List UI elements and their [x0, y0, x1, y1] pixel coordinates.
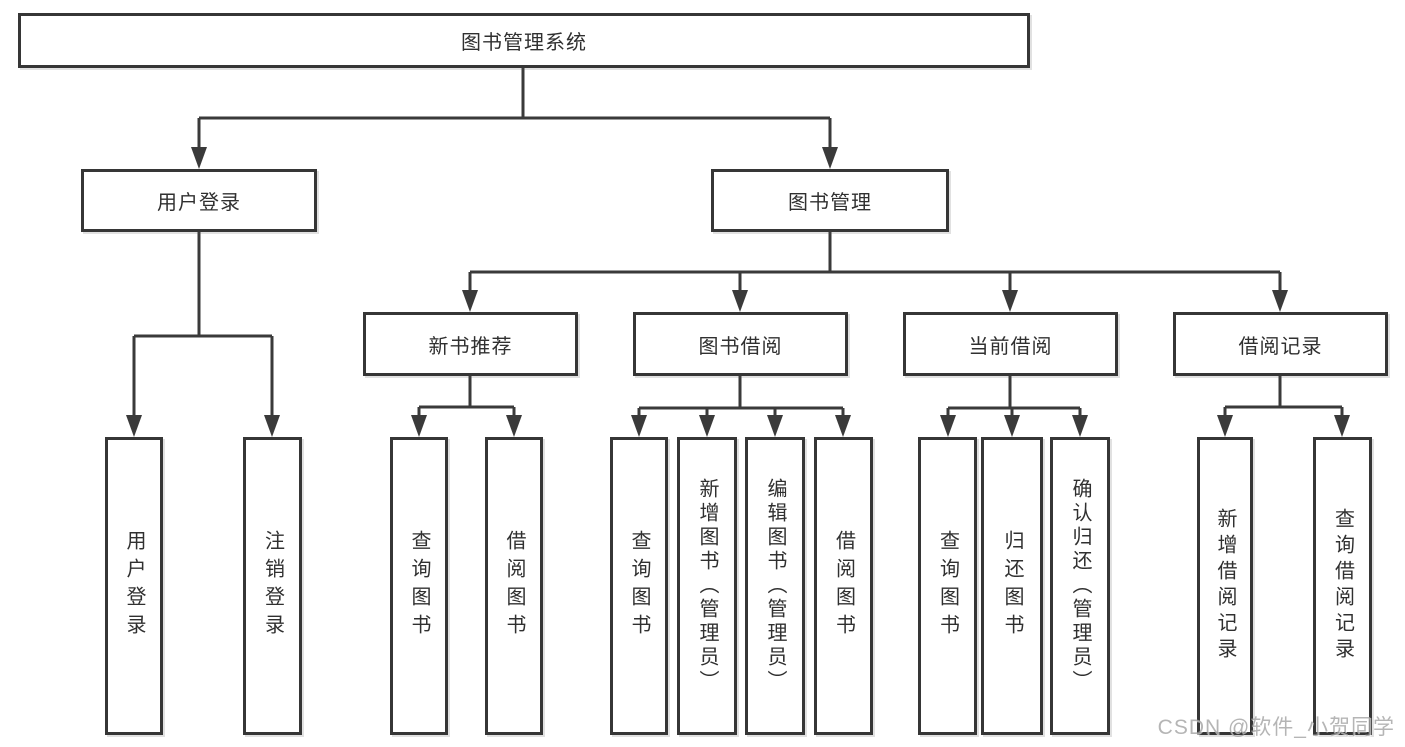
- leaf-return-book: 归还图书: [981, 437, 1043, 735]
- node-current-borrow: 当前借阅: [903, 312, 1118, 376]
- connector-currentborrow-to-leaves: [940, 376, 1088, 437]
- connector-bookmgmt-to-level3: [462, 232, 1288, 312]
- leaf-edit-book-admin: 编辑图书（管理员）: [745, 437, 805, 735]
- node-book-borrow: 图书借阅: [633, 312, 848, 376]
- leaf-add-borrow-record: 新增借阅记录: [1197, 437, 1253, 735]
- node-borrow-records: 借阅记录: [1173, 312, 1388, 376]
- connector-root-to-level2: [191, 68, 838, 169]
- leaf-query-book-3: 查询图书: [918, 437, 977, 735]
- connector-bookborrow-to-leaves: [631, 376, 851, 437]
- leaf-logout: 注销登录: [243, 437, 302, 735]
- leaf-borrow-book-1: 借阅图书: [485, 437, 543, 735]
- node-root-system: 图书管理系统: [18, 13, 1030, 68]
- csdn-watermark: CSDN @软件_小贺同学: [1157, 716, 1395, 739]
- leaf-user-login: 用户登录: [105, 437, 163, 735]
- connector-newbook-to-leaves: [411, 376, 522, 437]
- connector-borrowrecords-to-leaves: [1217, 376, 1350, 437]
- leaf-query-book-1: 查询图书: [390, 437, 448, 735]
- node-user-login: 用户登录: [81, 169, 317, 232]
- leaf-query-borrow-record: 查询借阅记录: [1313, 437, 1372, 735]
- node-book-management: 图书管理: [711, 169, 949, 232]
- leaf-borrow-book-2: 借阅图书: [814, 437, 873, 735]
- leaf-query-book-2: 查询图书: [610, 437, 668, 735]
- connector-userlogin-to-leaves: [126, 232, 280, 437]
- leaf-add-book-admin: 新增图书（管理员）: [677, 437, 737, 735]
- node-new-book-recommend: 新书推荐: [363, 312, 578, 376]
- leaf-confirm-return-admin: 确认归还（管理员）: [1050, 437, 1110, 735]
